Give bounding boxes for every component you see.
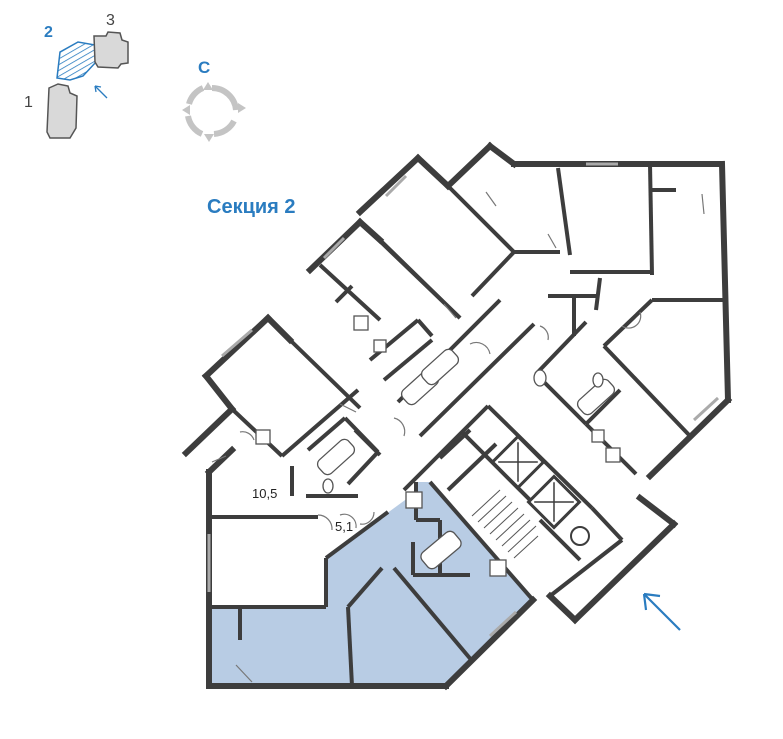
section-title: Секция 2 <box>207 196 296 218</box>
toilet-icon <box>322 478 334 494</box>
door-swings <box>211 191 705 683</box>
key-map-section-3[interactable] <box>93 31 129 69</box>
sink-icon <box>591 429 605 443</box>
room-area-hall: 5,1 <box>335 519 354 534</box>
stove-icon <box>605 447 621 463</box>
key-map-label-1: 1 <box>24 94 33 111</box>
entrance-arrow-icon <box>642 592 681 631</box>
sink-icon <box>373 339 387 353</box>
bathtub-icon <box>420 348 460 386</box>
stove-icon <box>489 559 507 577</box>
key-map-section-1[interactable] <box>46 83 78 139</box>
windows <box>207 162 720 638</box>
key-map-label-2: 2 <box>44 24 53 41</box>
garbage-chute-icon <box>570 526 590 546</box>
sink-icon <box>405 491 423 509</box>
sanitary-fixtures <box>255 315 621 577</box>
key-map-section-2[interactable] <box>56 41 97 81</box>
bathtub-icon <box>576 378 616 416</box>
compass-icon <box>185 84 239 137</box>
stove-icon <box>353 315 369 331</box>
key-map-label-3: 3 <box>106 12 115 29</box>
bathtub-icon <box>420 530 462 570</box>
stove-icon <box>255 429 271 445</box>
highlighted-apartment[interactable] <box>209 482 533 686</box>
compass-north-label: С <box>198 58 211 77</box>
staircase-icon <box>471 489 539 559</box>
toilet-icon <box>592 372 604 388</box>
room-area-kitchen: 10,5 <box>252 486 278 501</box>
bathtub-icon <box>316 438 356 476</box>
toilet-icon <box>533 369 547 387</box>
